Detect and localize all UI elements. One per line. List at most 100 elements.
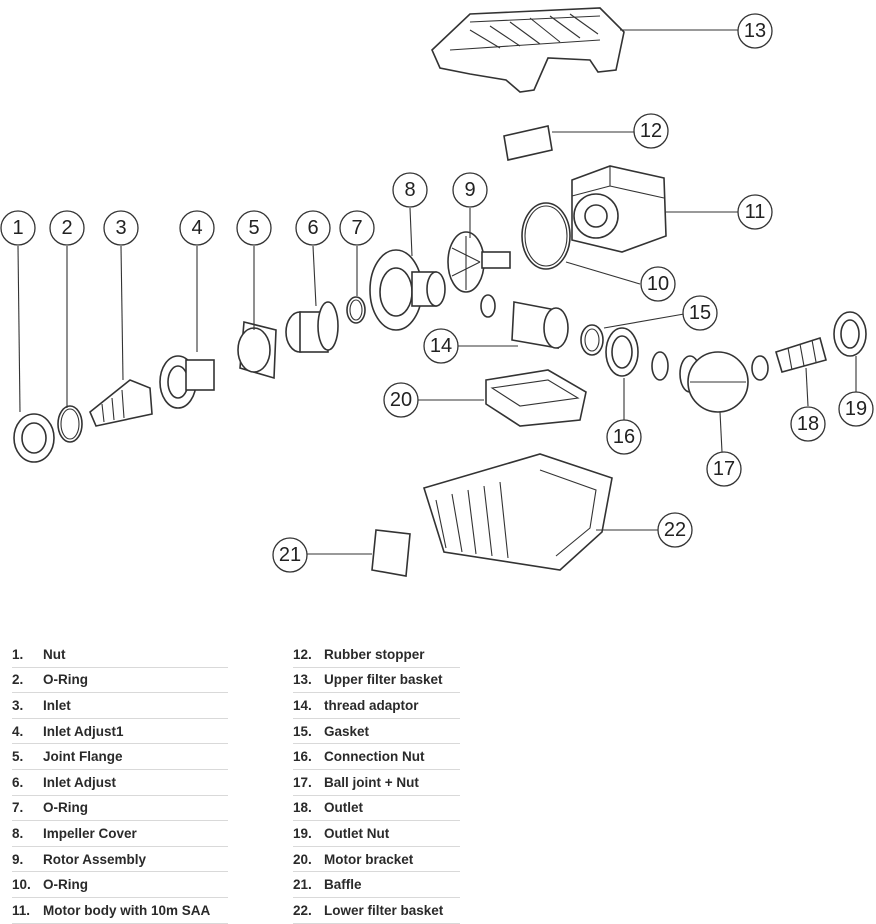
legend-label: Inlet Adjust1 xyxy=(43,723,124,739)
o-ring-10 xyxy=(521,202,571,270)
inlet-adjust-1 xyxy=(159,355,215,409)
legend-number: 11. xyxy=(12,902,31,918)
legend-label: Gasket xyxy=(324,723,370,739)
callout-label: 20 xyxy=(390,389,412,411)
inlet-adjust xyxy=(285,301,339,353)
legend-label: Rotor Assembly xyxy=(43,851,147,867)
legend-label: Joint Flange xyxy=(43,749,123,765)
connection-nut xyxy=(605,327,669,381)
upper-filter-basket xyxy=(431,7,625,93)
legend-row: 20. Motor bracket xyxy=(293,847,460,873)
legend-number: 7. xyxy=(12,800,24,816)
motor-body xyxy=(571,165,667,253)
legend-number: 8. xyxy=(12,825,24,841)
rubber-stopper xyxy=(503,125,553,161)
legend-number: 10. xyxy=(12,877,31,893)
callout-2: 2 xyxy=(49,210,85,246)
legend-number: 3. xyxy=(12,697,24,713)
legend-number: 15. xyxy=(293,723,312,739)
legend-row: 8. Impeller Cover xyxy=(12,821,228,847)
rotor-assembly xyxy=(447,231,511,293)
outlet xyxy=(775,336,827,373)
callout-8: 8 xyxy=(392,172,428,208)
legend-number: 14. xyxy=(293,697,312,713)
callout-6: 6 xyxy=(295,210,331,246)
legend-number: 2. xyxy=(12,672,24,688)
legend-number: 12. xyxy=(293,646,312,662)
legend-label: Ball joint + Nut xyxy=(324,774,419,790)
thread-adaptor xyxy=(480,294,569,349)
callout-22: 22 xyxy=(657,512,693,548)
legend-number: 22. xyxy=(293,902,312,918)
callout-label: 12 xyxy=(640,120,662,142)
legend-label: thread adaptor xyxy=(324,697,419,713)
o-ring-7 xyxy=(346,296,366,324)
legend-row: 19. Outlet Nut xyxy=(293,821,460,847)
callout-label: 16 xyxy=(613,426,635,448)
impeller-cover xyxy=(369,249,446,331)
legend-row: 21. Baffle xyxy=(293,872,460,898)
legend-label: Rubber stopper xyxy=(324,646,425,662)
callout-17: 17 xyxy=(706,451,742,487)
nut-1 xyxy=(13,413,55,463)
legend-row: 15. Gasket xyxy=(293,719,460,745)
ball-joint-nut xyxy=(679,351,769,413)
legend-number: 13. xyxy=(293,672,312,688)
callout-4: 4 xyxy=(179,210,215,246)
callout-label: 9 xyxy=(464,179,475,201)
legend-row: 11.Motor body with 10m SAA xyxy=(12,898,228,924)
lower-filter-basket xyxy=(422,453,613,571)
legend-row: 7.O-Ring xyxy=(12,796,228,822)
legend-label: Impeller Cover xyxy=(43,825,137,841)
callout-label: 7 xyxy=(351,217,362,239)
legend-label: Baffle xyxy=(324,877,362,893)
legend-row: 6.Inlet Adjust xyxy=(12,770,228,796)
legend-row: 22.Lower filter basket xyxy=(293,898,460,924)
legend-label: O-Ring xyxy=(43,877,88,893)
callout-label: 10 xyxy=(647,273,669,295)
callout-label: 1 xyxy=(12,217,23,239)
legend-label: Upper filter basket xyxy=(324,672,443,688)
callout-label: 13 xyxy=(744,20,766,42)
legend-row: 13. Upper filter basket xyxy=(293,668,460,694)
legend-row: 5. Joint Flange xyxy=(12,744,228,770)
legend-number: 20. xyxy=(293,851,312,867)
callout-label: 3 xyxy=(115,217,126,239)
legend-number: 16. xyxy=(293,749,312,765)
legend-row: 18.Outlet xyxy=(293,796,460,822)
callout-16: 16 xyxy=(606,419,642,455)
legend-label: O-Ring xyxy=(43,672,88,688)
legend-number: 19. xyxy=(293,825,312,841)
legend-number: 21. xyxy=(293,877,312,893)
callout-7: 7 xyxy=(339,210,375,246)
legend-row: 17. Ball joint + Nut xyxy=(293,770,460,796)
legend-label: Nut xyxy=(43,646,66,662)
legend-label: Outlet Nut xyxy=(324,825,390,841)
motor-bracket xyxy=(485,369,587,427)
callout-12: 12 xyxy=(633,113,669,149)
callout-20: 20 xyxy=(383,382,419,418)
callout-label: 18 xyxy=(797,413,819,435)
legend-number: 5. xyxy=(12,749,24,765)
legend-label: Motor bracket xyxy=(324,851,414,867)
legend-label: Inlet Adjust xyxy=(43,774,116,790)
outlet-nut xyxy=(833,311,867,357)
callout-19: 19 xyxy=(838,391,874,427)
callout-1: 1 xyxy=(0,210,36,246)
callout-label: 6 xyxy=(307,217,318,239)
legend-number: 17. xyxy=(293,774,312,790)
callout-label: 21 xyxy=(279,544,301,566)
callout-label: 17 xyxy=(713,458,735,480)
callout-10: 10 xyxy=(640,266,676,302)
gasket xyxy=(580,324,604,356)
legend-column-right: 12. Rubber stopper 13. Upper filter basket… xyxy=(293,642,460,924)
legend-row: 16. Connection Nut xyxy=(293,744,460,770)
legend-label: Connection Nut xyxy=(324,749,425,765)
callout-label: 2 xyxy=(61,217,72,239)
legend-label: Inlet xyxy=(43,697,71,713)
callout-11: 11 xyxy=(737,194,773,230)
legend-row: 3. Inlet xyxy=(12,693,228,719)
o-ring-2 xyxy=(57,405,83,443)
callout-label: 19 xyxy=(845,398,867,420)
callout-label: 14 xyxy=(430,335,452,357)
